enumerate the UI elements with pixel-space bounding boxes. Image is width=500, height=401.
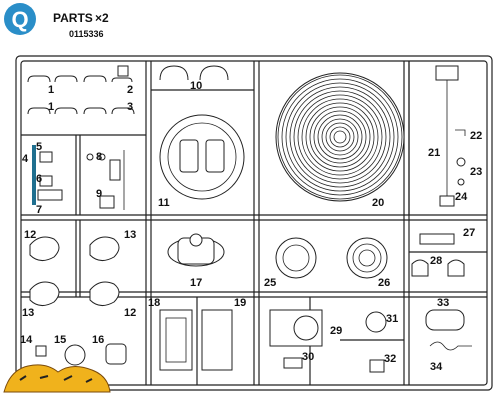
part-1-row-a: [27, 65, 133, 83]
disc-ring: [297, 94, 383, 180]
label-27: 27: [463, 227, 475, 239]
part-17: [167, 233, 225, 267]
part-32: [369, 359, 385, 373]
sprue-frame: [15, 55, 493, 391]
label-5: 5: [36, 141, 42, 153]
disc-ring: [281, 78, 399, 196]
parts-title: PARTS: [53, 11, 93, 25]
q-badge: Q: [4, 3, 36, 35]
label-12b: 12: [124, 307, 136, 319]
label-20: 20: [372, 197, 384, 209]
disc-ring: [333, 130, 347, 144]
part-16: [105, 343, 127, 365]
part-11-hatch: [159, 114, 245, 200]
label-1b: 1: [48, 101, 54, 113]
disc-ring: [305, 102, 375, 172]
label-26: 26: [378, 277, 390, 289]
part-14: [35, 345, 47, 357]
parts-4-to-9: [32, 145, 125, 210]
header: Q PARTS ×2 0115336: [4, 3, 109, 39]
label-29: 29: [330, 325, 342, 337]
label-18: 18: [148, 297, 160, 309]
label-7: 7: [36, 204, 42, 216]
part-1-row-b: [27, 107, 135, 115]
label-13b: 13: [22, 307, 34, 319]
label-30: 30: [302, 351, 314, 363]
disc-ring: [289, 86, 391, 188]
disc-ring: [309, 106, 371, 168]
part-33: [425, 309, 465, 331]
part-labels: 1 2 1 3 4 5 8 6 9 7 10 11 20 21 22 23 24…: [20, 80, 482, 373]
part-31: [365, 311, 387, 333]
part-10: [159, 65, 229, 81]
part-20-disc: [275, 72, 405, 202]
disc-ring: [329, 126, 351, 148]
part-18: [159, 309, 193, 371]
label-11: 11: [158, 197, 170, 209]
disc-ring: [325, 122, 355, 152]
label-1a: 1: [48, 84, 54, 96]
label-13a: 13: [124, 229, 136, 241]
label-16: 16: [92, 334, 104, 346]
part-number: 0115336: [69, 29, 104, 39]
part-34: [429, 341, 472, 351]
label-19: 19: [234, 297, 246, 309]
disc-ring: [321, 118, 359, 156]
disc-ring: [301, 98, 379, 176]
label-15: 15: [54, 334, 66, 346]
label-14: 14: [20, 334, 33, 346]
disc-ring: [277, 74, 403, 200]
part-25: [275, 237, 317, 279]
label-9: 9: [96, 188, 102, 200]
badge-letter: Q: [11, 7, 28, 32]
label-12a: 12: [24, 229, 36, 241]
label-21: 21: [428, 147, 440, 159]
tiger-logo: [3, 364, 111, 393]
part-30: [283, 357, 303, 369]
disc-ring: [285, 82, 395, 192]
label-6: 6: [36, 173, 42, 185]
part-15: [64, 344, 86, 366]
part-27: [419, 233, 455, 245]
label-4: 4: [22, 153, 29, 165]
label-8: 8: [96, 151, 102, 163]
parts-multiplier: ×2: [95, 11, 109, 25]
label-32: 32: [384, 353, 396, 365]
parts-21-to-24: [435, 65, 466, 207]
label-28: 28: [430, 255, 442, 267]
label-2: 2: [127, 84, 133, 96]
part-29: [269, 309, 323, 347]
label-10: 10: [190, 80, 202, 92]
disc-ring: [313, 110, 367, 164]
label-24: 24: [455, 191, 468, 203]
label-25: 25: [264, 277, 276, 289]
label-33: 33: [437, 297, 449, 309]
disc-ring: [293, 90, 387, 184]
part-19: [201, 309, 233, 371]
label-23: 23: [470, 166, 482, 178]
label-34: 34: [430, 361, 443, 373]
label-31: 31: [386, 313, 398, 325]
label-22: 22: [470, 130, 482, 142]
disc-ring: [317, 114, 363, 160]
label-17: 17: [190, 277, 202, 289]
part-28: [411, 259, 465, 277]
parts-12-13: [29, 236, 120, 306]
label-3: 3: [127, 101, 133, 113]
part-26: [346, 237, 388, 279]
